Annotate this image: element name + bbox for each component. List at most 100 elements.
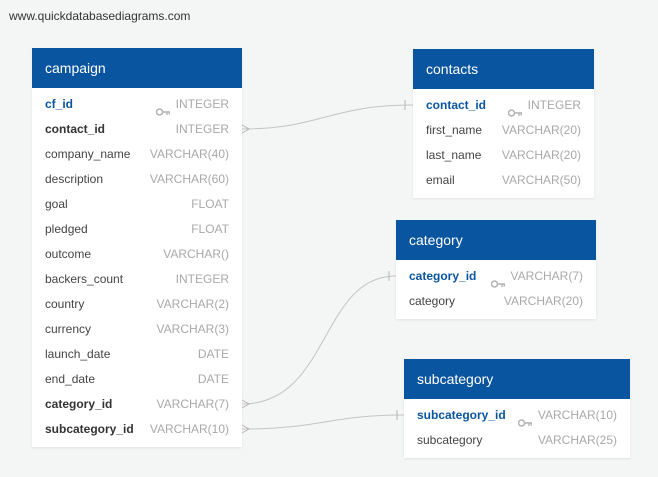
field-name: company_name <box>45 147 131 161</box>
field-type-label: VARCHAR(40) <box>149 147 229 161</box>
field-type: VARCHAR(40) <box>150 142 229 167</box>
field-type-label: DATE <box>197 347 229 361</box>
field-name: backers_count <box>45 272 124 286</box>
relationship-line-category <box>241 275 397 405</box>
field-type-label: VARCHAR(20) <box>503 294 583 308</box>
field-name: cf_id <box>45 97 74 111</box>
field-type-label: VARCHAR(20) <box>501 148 581 162</box>
field-row-contact-id[interactable]: contact_id INTEGER <box>32 117 242 142</box>
field-row-goal[interactable]: goal FLOAT <box>32 192 242 217</box>
field-name: launch_date <box>45 347 111 361</box>
table-header-contacts[interactable]: contacts <box>413 49 594 89</box>
field-type-label: INTEGER <box>175 97 229 111</box>
field-name: category_id <box>45 397 113 411</box>
field-type-label: VARCHAR(7) <box>510 269 583 283</box>
field-type: VARCHAR(25) <box>538 428 617 453</box>
field-type: FLOAT <box>191 217 229 242</box>
field-type-label: VARCHAR(10) <box>149 422 229 436</box>
field-name: email <box>426 173 455 187</box>
field-row-currency[interactable]: currency VARCHAR(3) <box>32 317 242 342</box>
key-icon <box>490 272 506 288</box>
field-row-company-name[interactable]: company_name VARCHAR(40) <box>32 142 242 167</box>
field-type-label: FLOAT <box>191 222 229 236</box>
field-row-contact-id[interactable]: contact_id INTEGER <box>413 93 594 118</box>
field-row-category-id[interactable]: category_id VARCHAR(7) <box>396 264 596 289</box>
field-name: subcategory_id <box>45 422 134 436</box>
field-type-label: VARCHAR(2) <box>156 297 229 311</box>
field-type: VARCHAR(60) <box>150 167 229 192</box>
crow-foot-category <box>241 399 251 409</box>
field-type: INTEGER <box>507 93 581 118</box>
field-name: contact_id <box>45 122 106 136</box>
field-type: INTEGER <box>155 92 229 117</box>
field-name: contact_id <box>426 98 487 112</box>
field-row-subcategory-id[interactable]: subcategory_id VARCHAR(10) <box>32 417 242 442</box>
field-type-label: VARCHAR(50) <box>501 173 581 187</box>
key-icon <box>517 411 533 427</box>
field-type: INTEGER <box>176 117 229 142</box>
key-icon <box>507 101 523 117</box>
field-row-last-name[interactable]: last_name VARCHAR(20) <box>413 143 594 168</box>
table-fields-category: category_id VARCHAR(7) category VARCHAR(20) <box>396 260 596 318</box>
field-name: last_name <box>426 148 482 162</box>
field-row-country[interactable]: country VARCHAR(2) <box>32 292 242 317</box>
crow-foot-subcategory <box>241 424 251 434</box>
field-type: VARCHAR(3) <box>157 317 229 342</box>
field-name: subcategory_id <box>417 408 506 422</box>
key-icon <box>155 100 171 116</box>
field-type-label: VARCHAR(7) <box>156 397 229 411</box>
field-row-category[interactable]: category VARCHAR(20) <box>396 289 596 314</box>
field-type: VARCHAR(20) <box>504 289 583 314</box>
field-type-label: FLOAT <box>191 197 229 211</box>
field-row-subcategory-id[interactable]: subcategory_id VARCHAR(10) <box>404 403 630 428</box>
field-row-end-date[interactable]: end_date DATE <box>32 367 242 392</box>
field-type: VARCHAR(2) <box>157 292 229 317</box>
field-row-email[interactable]: email VARCHAR(50) <box>413 168 594 193</box>
field-row-launch-date[interactable]: launch_date DATE <box>32 342 242 367</box>
field-name: outcome <box>45 247 92 261</box>
table-header-campaign[interactable]: campaign <box>32 48 242 88</box>
field-name: country <box>45 297 85 311</box>
crow-foot-contact <box>241 124 251 134</box>
field-row-pledged[interactable]: pledged FLOAT <box>32 217 242 242</box>
field-name: goal <box>45 197 68 211</box>
table-header-subcategory[interactable]: subcategory <box>404 359 630 399</box>
field-type-label: VARCHAR(10) <box>537 408 617 422</box>
field-name: end_date <box>45 372 96 386</box>
field-type: VARCHAR(10) <box>517 403 617 428</box>
relationship-line-subcategory <box>241 414 405 430</box>
field-type: VARCHAR(7) <box>490 264 583 289</box>
field-row-outcome[interactable]: outcome VARCHAR() <box>32 242 242 267</box>
field-type-label: INTEGER <box>175 122 229 136</box>
field-type: VARCHAR(10) <box>150 417 229 442</box>
field-type-label: INTEGER <box>527 98 581 112</box>
field-type: FLOAT <box>191 192 229 217</box>
field-type: VARCHAR() <box>163 242 229 267</box>
field-row-category-id[interactable]: category_id VARCHAR(7) <box>32 392 242 417</box>
field-row-cf-id[interactable]: cf_id INTEGER <box>32 92 242 117</box>
field-type-label: VARCHAR(3) <box>156 322 229 336</box>
field-type-label: VARCHAR() <box>163 247 229 261</box>
field-name: currency <box>45 322 92 336</box>
relationship-line-contact <box>241 104 414 130</box>
field-type: VARCHAR(20) <box>502 143 581 168</box>
field-type-label: VARCHAR(25) <box>537 433 617 447</box>
field-type: DATE <box>198 342 229 367</box>
field-type: DATE <box>198 367 229 392</box>
field-name: pledged <box>45 222 88 236</box>
field-name: category_id <box>409 269 477 283</box>
table-header-category[interactable]: category <box>396 220 596 260</box>
field-name: category <box>409 294 456 308</box>
